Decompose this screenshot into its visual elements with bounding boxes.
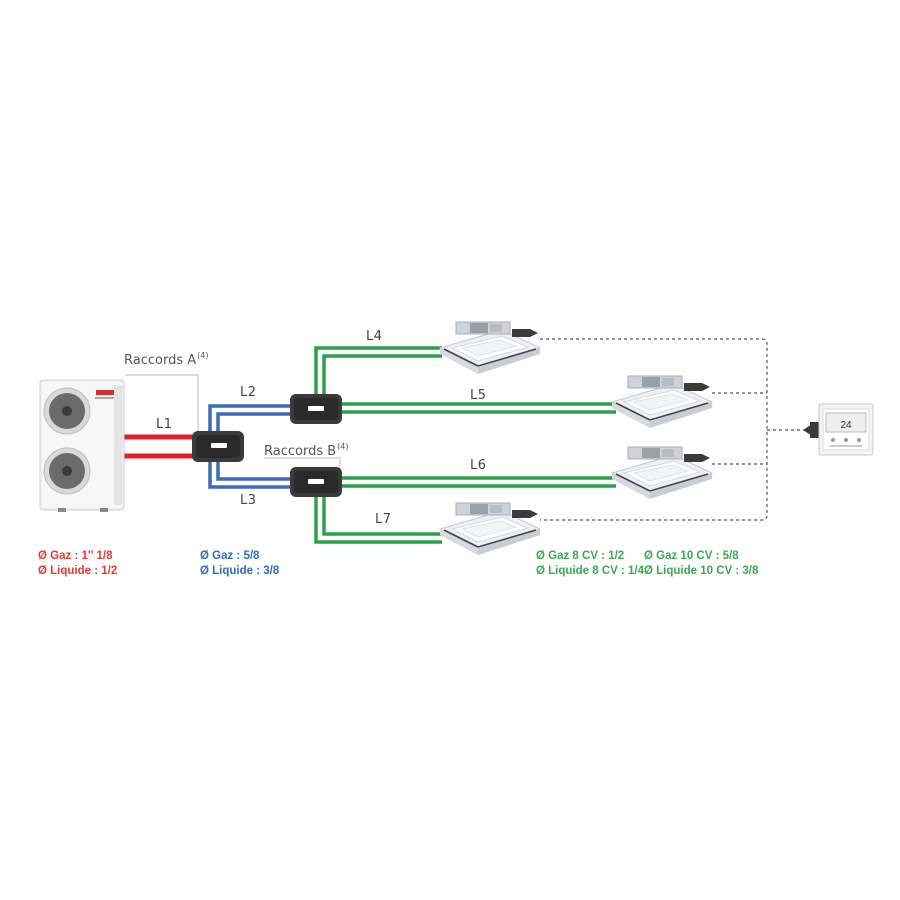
segment-label-l7: L7 [375,512,392,527]
segment-label-l4: L4 [366,329,383,344]
indoor-unit-l7 [439,502,541,556]
spec-branch: Ø Gaz : 5/8 Ø Liquide : 3/8 [200,549,279,579]
raccord-b-upper-joint [290,394,342,424]
pipe-l6 [340,476,616,488]
pipe-l1 [124,434,196,459]
raccords-a-label: Raccords A(4) [124,351,209,368]
segment-label-l6: L6 [470,458,487,473]
raccords-a-text: Raccords A [124,353,197,368]
indoor-unit-l5 [611,375,713,429]
spec-outdoor-liquide: Ø Liquide : 1/2 [38,565,118,577]
raccord-b-lower-joint [290,467,342,497]
segment-label-l3: L3 [240,493,257,508]
pipe-l7 [314,492,442,544]
segment-label-l1: L1 [156,417,173,432]
segment-label-l5: L5 [470,388,487,403]
spec-indoor-10cv-liquide: Ø Liquide 10 CV : 3/8 [644,565,759,577]
raccords-b-label: Raccords B(4) [264,442,349,459]
spec-indoor-8cv: Ø Gaz 8 CV : 1/2 Ø Liquide 8 CV : 1/4 [536,549,644,579]
raccords-b-leader [264,457,341,470]
remote-controller: 24 [803,403,874,456]
spec-indoor-10cv: Ø Gaz 10 CV : 5/8 Ø Liquide 10 CV : 3/8 [644,549,758,579]
raccords-b-text: Raccords B [264,444,337,459]
raccord-a-joint [192,431,244,462]
spec-indoor-8cv-liquide: Ø Liquide 8 CV : 1/4 [536,565,644,577]
indoor-unit-l4 [439,321,541,375]
pipe-l4 [314,346,442,400]
outdoor-unit [39,379,125,512]
spec-indoor-8cv-gaz: Ø Gaz 8 CV : 1/2 [536,550,625,562]
remote-display-text: 24 [840,420,852,431]
spec-outdoor: Ø Gaz : 1'' 1/8 Ø Liquide : 1/2 [38,549,117,579]
pipe-l5 [340,402,616,414]
raccords-a-note: (4) [197,351,209,360]
raccords-a-leader [125,374,199,432]
spec-branch-gaz: Ø Gaz : 5/8 [200,550,260,562]
pipe-l3 [208,456,293,489]
indoor-unit-l6 [611,446,713,500]
spec-indoor-10cv-gaz: Ø Gaz 10 CV : 5/8 [644,550,739,562]
segment-label-l2: L2 [240,385,257,400]
control-wiring [540,338,812,521]
raccords-b-note: (4) [337,442,349,451]
pipe-l2 [208,404,293,437]
spec-outdoor-gaz: Ø Gaz : 1'' 1/8 [38,550,113,562]
spec-branch-liquide: Ø Liquide : 3/8 [200,565,280,577]
